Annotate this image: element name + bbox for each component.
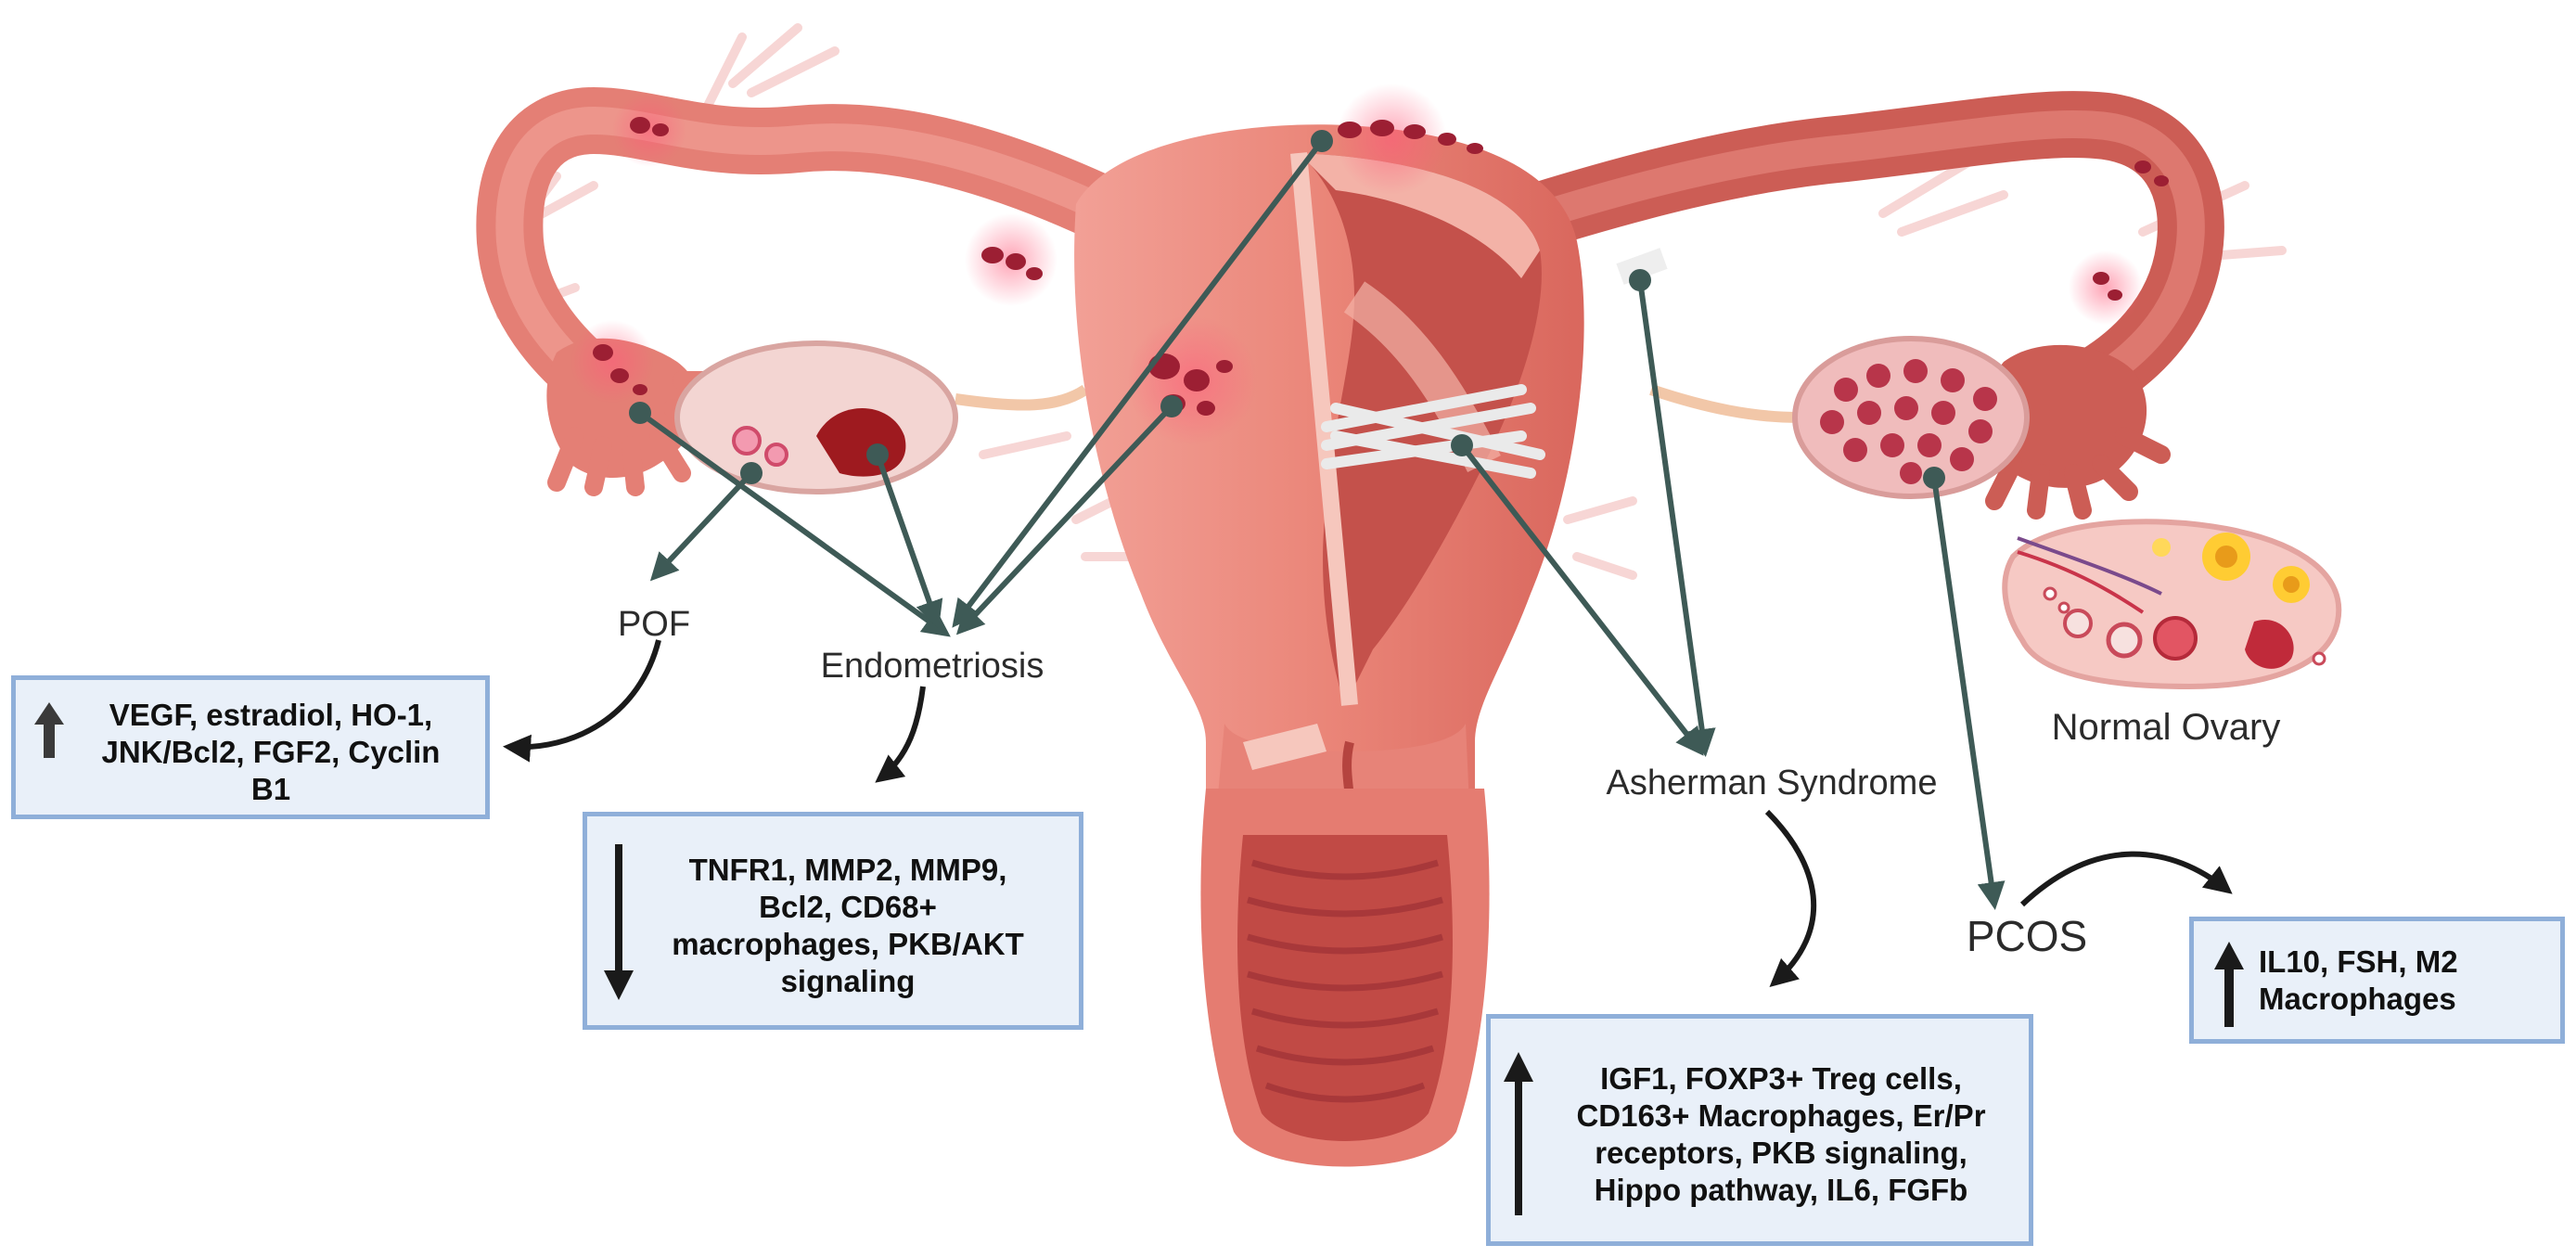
- up-arrow-icon: [34, 702, 64, 758]
- endometriosis-factor-line: signaling: [780, 964, 916, 998]
- label-endometriosis: Endometriosis: [820, 647, 1044, 686]
- label-asherman-syndrome: Asherman Syndrome: [1606, 764, 1938, 802]
- pointer-endo-2: [875, 454, 943, 629]
- pof-factors-box: VEGF, estradiol, HO-1, JNK/Bcl2, FGF2, C…: [11, 675, 490, 819]
- right-polycystic-ovary: [1649, 336, 2030, 499]
- endometriosis-lesions: [570, 83, 2169, 445]
- pointer-endo-1: [638, 410, 951, 637]
- pcos-factors-text: IL10, FSH, M2 Macrophages: [2259, 944, 2491, 1018]
- pointer-endo-4: [955, 404, 1174, 635]
- pointer-lines: [638, 139, 2006, 910]
- down-arrow-icon: [604, 844, 634, 1000]
- up-arrow-icon: [1504, 1052, 1533, 1215]
- uterus: [1074, 124, 1668, 1167]
- label-pof: POF: [617, 605, 691, 644]
- pcos-factor-line: IL10, FSH, M2: [2259, 944, 2458, 979]
- normal-ovary-illustration: [2002, 519, 2342, 690]
- asherman-factors-text: IGF1, FOXP3+ Treg cells, CD163+ Macropha…: [1535, 1060, 2027, 1209]
- arrow-asherman-to-box: [1764, 809, 1817, 987]
- endometriosis-factor-line: TNFR1, MMP2, MMP9,: [688, 853, 1007, 887]
- asherman-factor-line: IGF1, FOXP3+ Treg cells,: [1600, 1061, 1962, 1096]
- asherman-factor-line: CD163+ Macrophages, Er/Pr: [1576, 1098, 1986, 1133]
- label-pcos: PCOS: [1966, 912, 2088, 960]
- curved-arrows: [503, 639, 2233, 987]
- pcos-factors-box: IL10, FSH, M2 Macrophages: [2189, 917, 2565, 1044]
- pointer-origin-dots: [629, 130, 1945, 489]
- pointer-endo-3: [952, 139, 1325, 628]
- pointer-asherman-1: [1637, 279, 1716, 757]
- arrow-endo-to-box: [875, 686, 926, 783]
- pof-factors-text: VEGF, estradiol, HO-1, JNK/Bcl2, FGF2, C…: [71, 697, 470, 808]
- pointer-pof: [649, 470, 754, 582]
- right-fallopian-tube: [1469, 91, 2224, 520]
- asherman-factor-line: Hippo pathway, IL6, FGFb: [1594, 1173, 1968, 1207]
- asherman-factor-line: receptors, PKB signaling,: [1595, 1136, 1967, 1170]
- endometriosis-factor-line: Bcl2, CD68+: [759, 890, 937, 924]
- up-arrow-icon: [2214, 942, 2244, 1027]
- vaginal-rugae: [1247, 859, 1443, 1103]
- pcos-factor-line: Macrophages: [2259, 982, 2456, 1016]
- pointer-pcos: [1931, 477, 2006, 910]
- arrow-pcos-to-box: [2019, 851, 2233, 907]
- intrauterine-adhesions: [1321, 384, 1545, 479]
- pof-factor-line: B1: [250, 772, 291, 806]
- follicle-flower-icon: [2152, 533, 2310, 603]
- asherman-factors-box: IGF1, FOXP3+ Treg cells, CD163+ Macropha…: [1486, 1014, 2033, 1246]
- endometriosis-factors-box: TNFR1, MMP2, MMP9, Bcl2, CD68+ macrophag…: [583, 812, 1083, 1030]
- pointer-asherman-2: [1459, 443, 1704, 756]
- endometriosis-factor-line: macrophages, PKB/AKT: [672, 927, 1024, 961]
- endometriosis-factors-text: TNFR1, MMP2, MMP9, Bcl2, CD68+ macrophag…: [639, 852, 1057, 1000]
- label-normal-ovary: Normal Ovary: [2051, 707, 2281, 748]
- arrow-pof-to-box: [503, 639, 661, 763]
- pof-factor-line: VEGF, estradiol, HO-1,: [109, 698, 433, 732]
- pof-factor-line: JNK/Bcl2, FGF2, Cyclin: [101, 735, 441, 769]
